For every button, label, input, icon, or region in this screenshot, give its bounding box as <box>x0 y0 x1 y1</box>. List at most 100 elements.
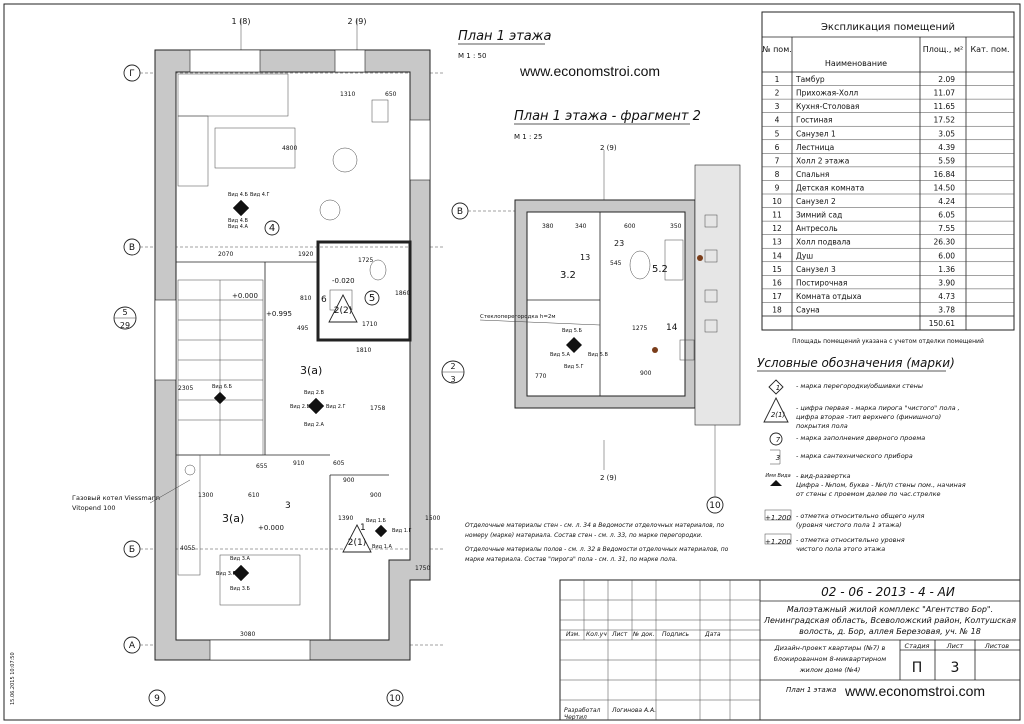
exp-cell-num: 17 <box>772 292 782 301</box>
exp-cell-name: Прихожая-Холл <box>796 89 858 98</box>
frag-mark-13: 13 <box>580 253 590 262</box>
exp-total: 150.61 <box>929 319 955 328</box>
view-2G: Вид 2.Г <box>326 404 346 410</box>
section-right-bottom: 3 <box>450 375 455 384</box>
legend-mark: Имя Вида <box>765 473 790 479</box>
dim-610: 610 <box>248 492 260 499</box>
plan2-title: План 1 этажа - фрагмент 2 <box>514 109 701 124</box>
axis-left-A: А <box>129 641 136 651</box>
exp-cell-area: 11.07 <box>934 89 956 98</box>
legend-text: - отметка относительно общего нуля <box>796 512 925 520</box>
explication-table: Экспликация помещений № пом. Наименовани… <box>761 11 1015 345</box>
exp-cell-name: Санузел 3 <box>796 265 836 274</box>
boiler-note-line2: Vitopend 100 <box>72 504 115 512</box>
view-4B: Вид 4.Б <box>228 192 248 198</box>
exp-cell-area: 5.59 <box>938 156 955 165</box>
design-title-line2: блокированном 8-миквартирном <box>774 655 886 663</box>
exp-cell-area: 1.36 <box>938 265 955 274</box>
view-1B: Вид 1.Б <box>366 518 386 524</box>
dim-1500: 1500 <box>425 515 440 522</box>
view-2A: Вид 2.А <box>304 422 324 428</box>
view-3G: Вид 3.Г <box>216 571 236 577</box>
dim-650: 650 <box>385 91 397 98</box>
exp-cell-num: 16 <box>772 278 782 287</box>
legend-mark: +1.200 <box>765 538 791 546</box>
view-1A: Вид 1.А <box>372 544 392 550</box>
dim-1310: 1310 <box>340 91 355 98</box>
exp-cell-area: 3.05 <box>938 129 955 138</box>
exp-cell-num: 12 <box>772 224 782 233</box>
exp-cell-name: Тамбур <box>795 75 825 84</box>
exp-cell-area: 2.09 <box>938 75 955 84</box>
room-5: 5 <box>369 293 375 304</box>
dim-2305: 2305 <box>178 385 193 392</box>
legend-item: 3- марка сантехнического прибора <box>770 449 913 465</box>
exp-cell-area: 3.78 <box>938 306 955 315</box>
exp-cell-area: 4.39 <box>938 143 955 152</box>
dim-2070: 2070 <box>218 251 233 258</box>
explication-title: Экспликация помещений <box>821 22 955 33</box>
room-4: 4 <box>269 223 275 234</box>
legend-text: Цифра - №пом, буква - №п/п стены пом., н… <box>796 481 966 489</box>
plan1-scale: М 1 : 50 <box>458 52 486 60</box>
exp-cell-name: Санузел 1 <box>796 129 836 138</box>
exp-cell-area: 14.50 <box>934 184 956 193</box>
exp-header-name: Наименование <box>825 59 887 68</box>
sheets-header: Листов <box>984 642 1009 650</box>
developed-name: Логинова А.А. <box>611 707 656 714</box>
explication-row: 2 Прихожая-Холл 11.07 <box>762 89 1014 100</box>
view-4V: Вид 4.В <box>228 218 248 224</box>
exp-cell-num: 2 <box>775 89 780 98</box>
room-1: 1 <box>360 523 366 533</box>
frag-view-5G: Вид 5.Г <box>564 364 584 370</box>
exp-cell-name: Кухня-Столовая <box>796 102 859 111</box>
rev-h-kol: Кол.уч <box>586 631 607 638</box>
legend-mark: 7 <box>776 436 781 444</box>
frag-axis-bottom-2: 2 (9) <box>600 474 617 482</box>
legend-mark: +1.200 <box>765 514 791 522</box>
exp-cell-area: 6.05 <box>938 211 955 220</box>
frag-room-3-2: 3.2 <box>560 270 576 281</box>
dim-655: 655 <box>256 463 268 470</box>
view-3B: Вид 3.Б <box>230 586 250 592</box>
plan-1-fragment-2: 2 (9) В 10 2 (9) 380 340 600 350 23 13 5… <box>451 144 741 514</box>
frag-view-5V: Вид 5.В <box>588 352 608 358</box>
level-plus-0000-a: +0.000 <box>232 292 258 300</box>
plan1-title: План 1 этажа <box>458 29 551 44</box>
view-1G: Вид 1.Г <box>392 528 412 534</box>
legend-text: цифра вторая -тип верхнего (финишного) <box>796 413 941 421</box>
legend-mark: 2(1) <box>771 411 786 419</box>
view-3A: Вид 3.А <box>230 556 250 562</box>
rev-h-sign: Подпись <box>662 631 689 638</box>
materials-note-line1: Отделочные материалы стен - см. л. 34 в … <box>465 522 724 529</box>
frag-dim-1275: 1275 <box>632 325 647 332</box>
plan-1-floor: 1 (8) 2 (9) Г В Б А 5 29 2 3 9 10 <box>10 17 465 707</box>
exp-cell-num: 18 <box>772 306 782 315</box>
legend-item: +1.200- отметка относительно уровнячисто… <box>764 533 905 553</box>
legend-text: чистого пола этого этажа <box>796 545 885 553</box>
project-line1: Малоэтажный жилой комплекс "Агентство Бо… <box>787 605 993 614</box>
watermark-top: www.economstroi.com <box>519 63 660 79</box>
dim-605: 605 <box>333 460 345 467</box>
exp-cell-num: 7 <box>775 156 780 165</box>
dim-1725: 1725 <box>358 257 373 264</box>
drew-label: Чертил <box>564 714 587 721</box>
exp-cell-name: Санузел 2 <box>796 197 836 206</box>
exp-cell-num: 14 <box>772 251 782 260</box>
axis-bottom-9: 9 <box>154 694 160 704</box>
project-line2: Ленинградская область, Всеволожский райо… <box>763 616 1016 625</box>
dim-900-b: 900 <box>370 492 382 499</box>
exp-cell-area: 4.24 <box>938 197 955 206</box>
